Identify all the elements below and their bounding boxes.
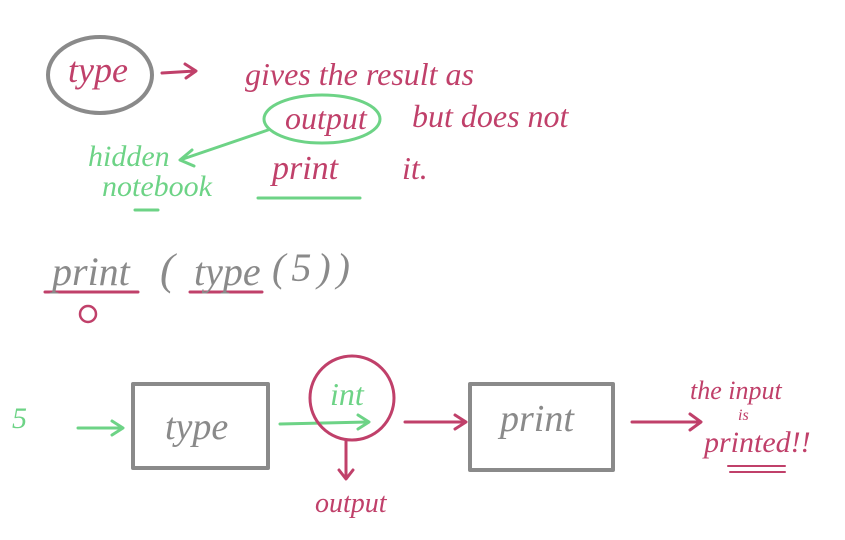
expr-type: type	[194, 249, 261, 294]
expr-rest: (5))	[272, 245, 356, 290]
print-word: print	[272, 150, 339, 187]
output-word: output	[285, 100, 367, 136]
arrow-print-to-note	[630, 412, 703, 432]
note-printed: printed!!	[704, 426, 811, 459]
arrow-type-to-int	[278, 413, 371, 431]
output-label: output	[315, 488, 387, 519]
output-ellipse	[262, 93, 382, 145]
note-the-input: the input	[690, 376, 782, 405]
arrow-int-to-output	[337, 438, 355, 481]
note-is: is	[738, 407, 749, 424]
arrow-type-to-note	[160, 62, 198, 80]
type-word: type	[68, 50, 128, 90]
note-line3: it.	[402, 150, 428, 186]
int-label: int	[330, 376, 364, 412]
expr-open-paren: (	[160, 245, 175, 294]
notebook-label: notebook	[102, 170, 212, 203]
type-box-label: type	[165, 406, 229, 448]
type-circle	[46, 35, 154, 115]
int-circle	[308, 354, 396, 442]
hidden-label: hidden	[88, 140, 170, 173]
note-line1: gives the result as	[245, 56, 474, 92]
arrow-input	[76, 419, 125, 437]
note-line2: but does not	[412, 98, 569, 134]
expr-print: print	[52, 249, 130, 294]
arrow-int-to-print	[403, 413, 468, 431]
print-box	[468, 382, 615, 472]
print-mark	[78, 304, 98, 324]
printed-underline	[727, 465, 786, 473]
input-value: 5	[12, 402, 27, 435]
print-box-label: print	[500, 398, 574, 440]
arrow-to-hidden	[178, 128, 270, 168]
type-box	[131, 382, 270, 470]
